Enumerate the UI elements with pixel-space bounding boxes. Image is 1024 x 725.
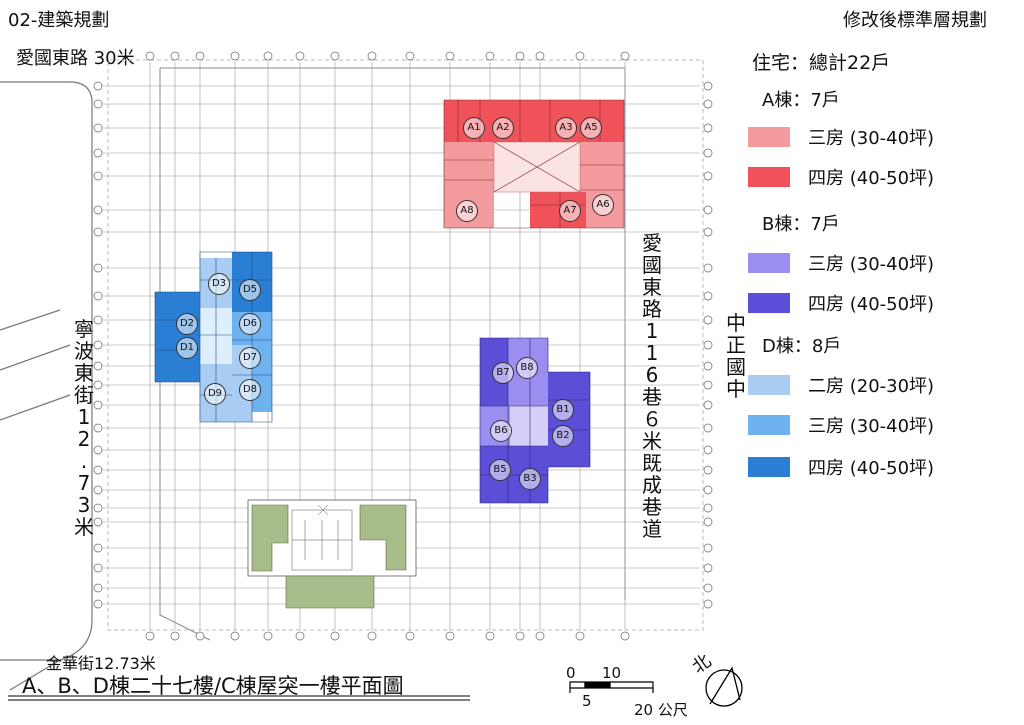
building-d <box>154 251 273 423</box>
grid-bubbles <box>93 51 713 641</box>
road-char: 國 <box>642 253 662 277</box>
scale-label-twenty: 20 公尺 <box>634 701 688 719</box>
plan-title: A、B、D棟二十七樓/C棟屋突一樓平面圖 <box>22 674 404 698</box>
road-char: 正 <box>726 333 746 357</box>
road-char: 巷 <box>642 495 662 519</box>
road-char: ６ <box>642 407 662 431</box>
road-char: 3 <box>77 493 91 517</box>
scale-label-ten: 10 <box>602 664 622 682</box>
road-char: 6 <box>645 363 659 387</box>
unit-marker-d5: D5 <box>239 279 261 301</box>
road-char: 2 <box>77 427 91 451</box>
legend-swatch <box>748 167 790 187</box>
legend-swatch <box>748 127 790 147</box>
unit-marker-d6: D6 <box>239 313 261 335</box>
legend-item-d-4room: 四房 (40-50坪) <box>748 454 934 480</box>
road-char: 波 <box>74 339 94 363</box>
road-label-top: 愛國東路 30米 <box>16 48 135 69</box>
unit-marker-b3: B3 <box>519 468 541 490</box>
title-underline <box>8 695 470 701</box>
legend-swatch <box>748 457 790 477</box>
legend-label: 二房 (20-30坪) <box>808 376 935 397</box>
unit-marker-b1: B1 <box>552 399 574 421</box>
legend-item-d-2room: 二房 (20-30坪) <box>748 372 934 398</box>
road-label-bottom: 金華街12.73米 <box>46 654 156 673</box>
legend-label: 四房 (40-50坪) <box>808 294 935 315</box>
legend-label: 四房 (40-50坪) <box>808 458 935 479</box>
legend-swatch <box>748 253 790 273</box>
road-char: 既 <box>642 451 662 475</box>
road-char: 東 <box>74 361 94 385</box>
road-char: 米 <box>74 515 94 539</box>
legend-item-d-3room: 三房 (30-40坪) <box>748 412 934 438</box>
legend-item-a-4room: 四房 (40-50坪) <box>748 164 934 190</box>
road-char: 中 <box>726 311 746 335</box>
road-char: . <box>80 449 88 473</box>
road-char: 米 <box>642 429 662 453</box>
unit-marker-a7: A7 <box>559 200 581 222</box>
unit-marker-b8: B8 <box>516 357 538 379</box>
road-char: 寧 <box>74 317 94 341</box>
road-char: 中 <box>726 377 746 401</box>
legend-swatch <box>748 293 790 313</box>
unit-marker-d8: D8 <box>239 379 261 401</box>
legend-item-a-3room: 三房 (30-40坪) <box>748 124 934 150</box>
unit-marker-b5: B5 <box>489 459 511 481</box>
legend-label: 四房 (40-50坪) <box>808 168 935 189</box>
unit-marker-b2: B2 <box>552 425 574 447</box>
legend-item-b-4room: 四房 (40-50坪) <box>748 290 934 316</box>
unit-marker-a1: A1 <box>463 117 485 139</box>
legend-label: 三房 (30-40坪) <box>808 254 935 275</box>
unit-marker-a3: A3 <box>555 117 577 139</box>
legend-group-a-title: A棟：7戶 <box>762 90 840 111</box>
school-label: 中正國中 <box>724 312 748 400</box>
legend-label: 三房 (30-40坪) <box>808 416 935 437</box>
unit-marker-d3: D3 <box>208 273 230 295</box>
legend-item-b-3room: 三房 (30-40坪) <box>748 250 934 276</box>
building-c <box>247 499 417 609</box>
road-char: 東 <box>642 275 662 299</box>
page-title-right: 修改後標準層規劃 <box>843 10 987 31</box>
road-char: 道 <box>642 517 662 541</box>
section-title: 02-建築規劃 <box>8 10 110 31</box>
scale-bar <box>569 681 654 693</box>
scale-label-five: 5 <box>582 692 592 710</box>
road-char: 7 <box>77 471 91 495</box>
legend-label: 三房 (30-40坪) <box>808 128 935 149</box>
legend-group-b-title: B棟：7戶 <box>762 214 840 235</box>
unit-marker-d2: D2 <box>176 313 198 335</box>
road-char: 1 <box>645 341 659 365</box>
road-char: 街 <box>74 383 94 407</box>
road-char: 1 <box>77 405 91 429</box>
road-char: 巷 <box>642 385 662 409</box>
legend-total: 住宅：總計22戶 <box>752 52 891 74</box>
legend-swatch <box>748 415 790 435</box>
legend-swatch <box>748 375 790 395</box>
unit-marker-d7: D7 <box>239 347 261 369</box>
unit-marker-d9: D9 <box>204 383 226 405</box>
road-char: 成 <box>642 473 662 497</box>
unit-marker-a5: A5 <box>580 117 602 139</box>
unit-marker-a2: A2 <box>492 117 514 139</box>
scale-label-zero: 0 <box>566 664 576 682</box>
unit-marker-d1: D1 <box>176 337 198 359</box>
north-arrow-icon <box>705 666 743 707</box>
road-char: 1 <box>645 319 659 343</box>
legend-group-d-title: D棟：8戶 <box>762 336 842 357</box>
road-lines <box>0 81 93 691</box>
road-char: 愛 <box>642 231 662 255</box>
unit-marker-a8: A8 <box>456 200 478 222</box>
road-char: 國 <box>726 355 746 379</box>
unit-marker-b7: B7 <box>492 362 514 384</box>
road-char: 路 <box>642 297 662 321</box>
unit-marker-b6: B6 <box>490 420 512 442</box>
unit-marker-a6: A6 <box>592 194 614 216</box>
